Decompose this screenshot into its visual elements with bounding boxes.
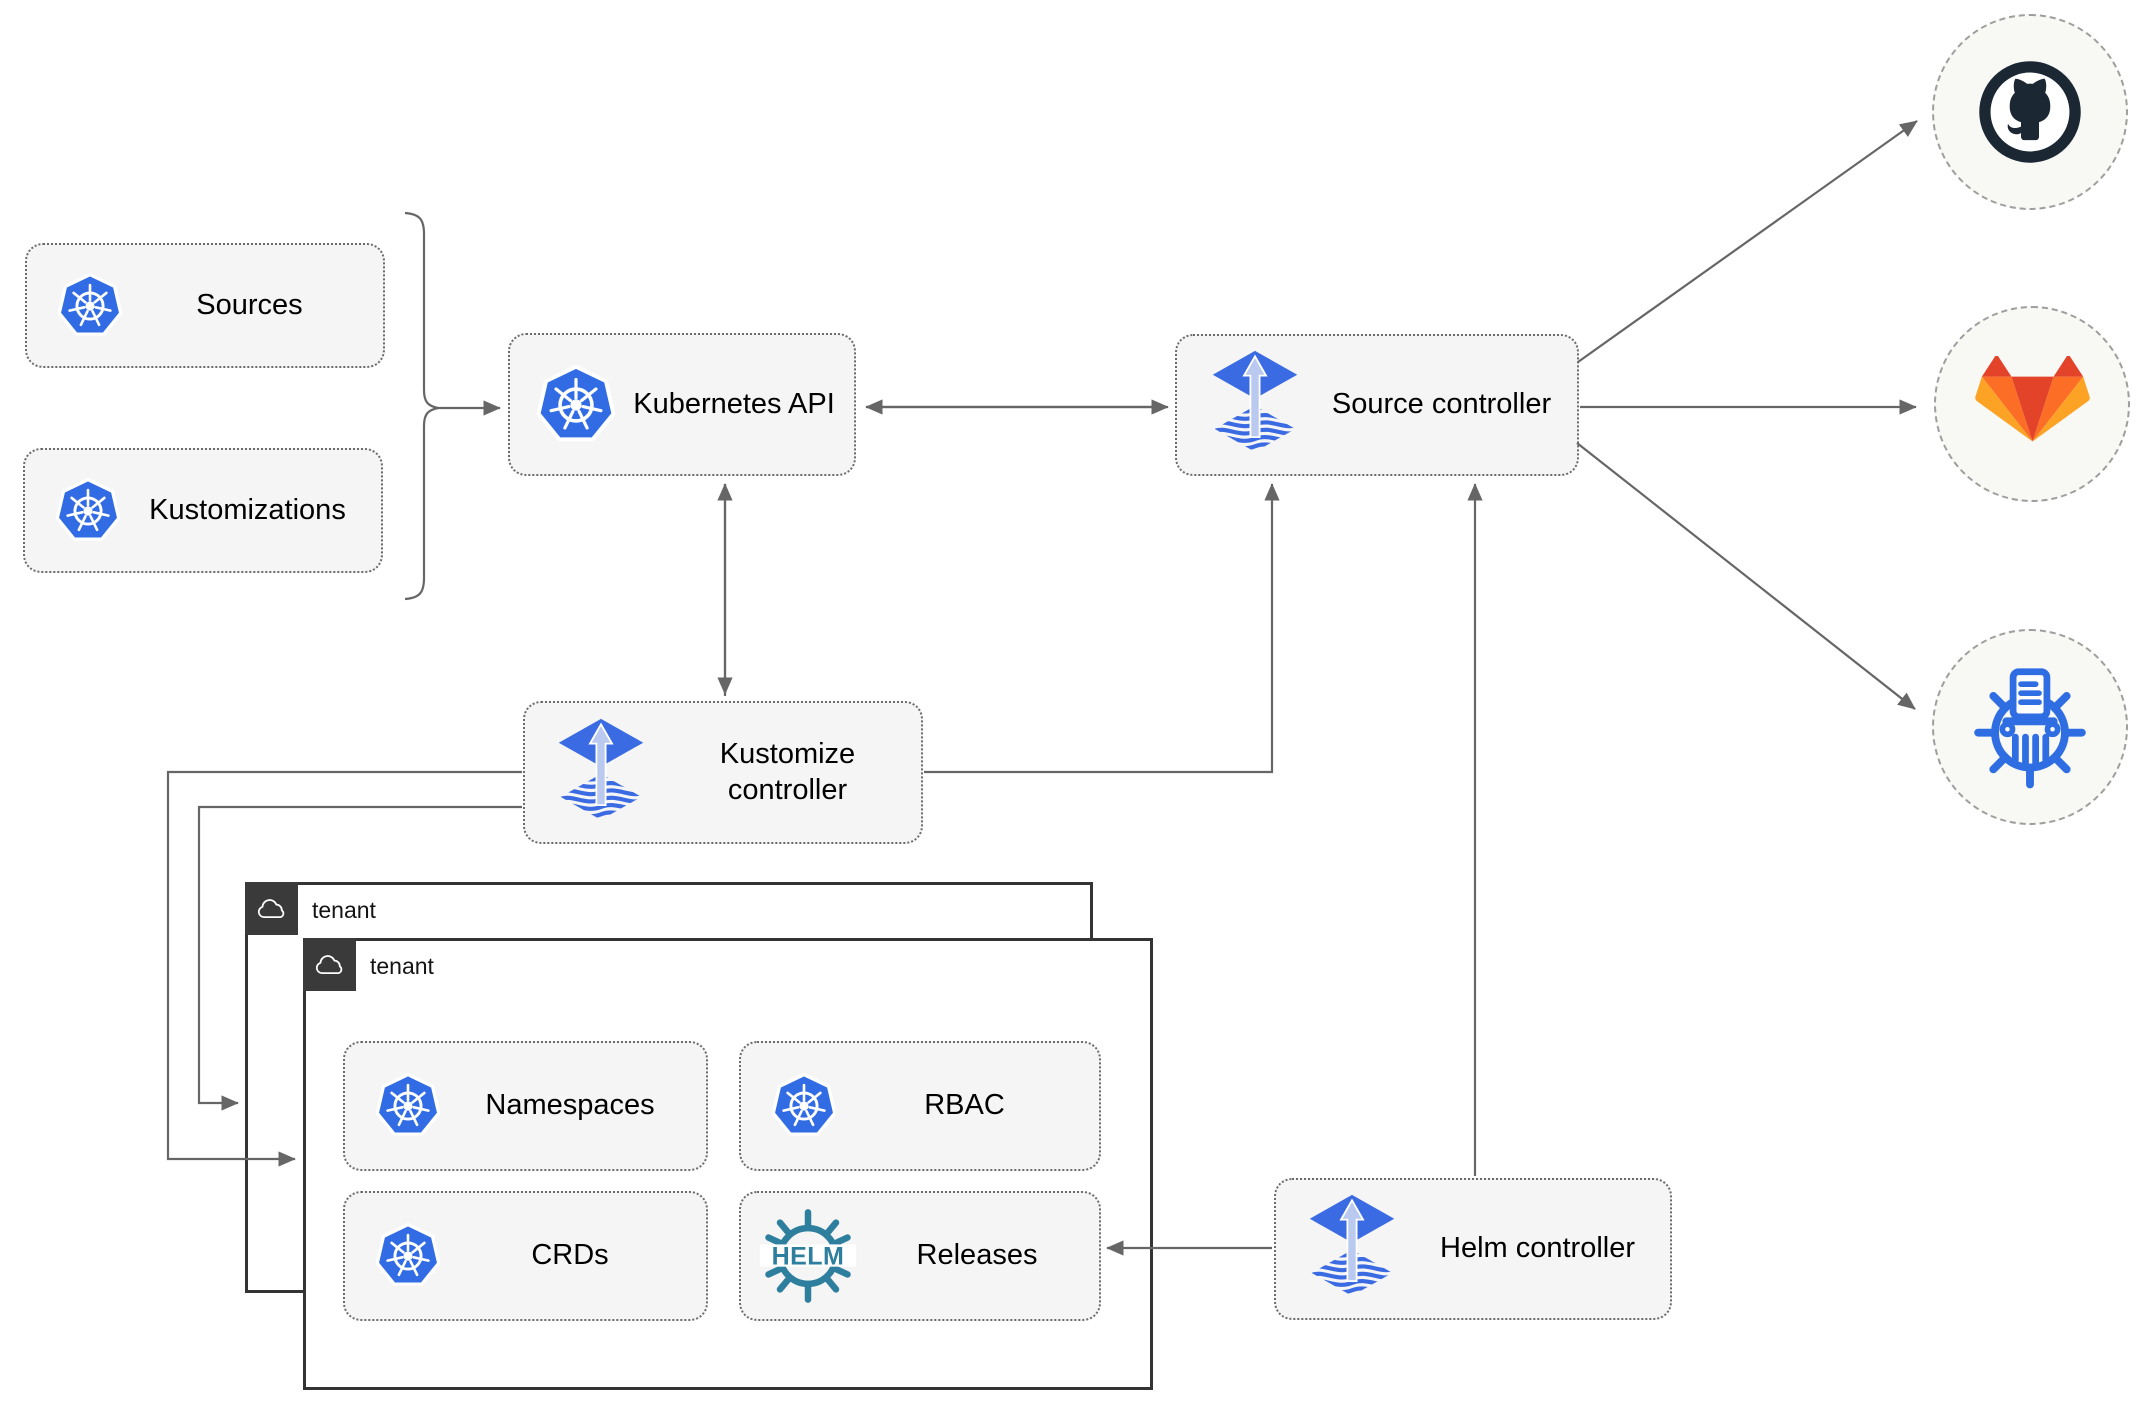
kubernetes-icon bbox=[375, 1222, 441, 1290]
kubernetes-icon bbox=[375, 1072, 441, 1140]
kustomize-controller-node: Kustomize controller bbox=[523, 701, 923, 844]
tenant-tab-back bbox=[245, 882, 298, 935]
kubernetes-api-label: Kubernetes API bbox=[633, 387, 835, 420]
flux-icon bbox=[1209, 349, 1301, 461]
sources-label: Sources bbox=[196, 288, 303, 321]
chartmuseum-source bbox=[1932, 629, 2128, 825]
cloud-icon bbox=[255, 897, 289, 921]
namespaces-label: Namespaces bbox=[485, 1089, 655, 1122]
flux-icon bbox=[1306, 1193, 1398, 1305]
gitlab-tanuki-icon bbox=[1975, 356, 2090, 466]
sources-node: Sources bbox=[25, 243, 385, 368]
kustomizations-label: Kustomizations bbox=[149, 493, 346, 526]
chartmuseum-icon bbox=[1968, 665, 2092, 789]
source-controller-label: Source controller bbox=[1331, 388, 1552, 421]
releases-node: HELM Releases bbox=[739, 1191, 1101, 1321]
helm-controller-label: Helm controller bbox=[1440, 1232, 1635, 1265]
brace-sources-kustomizations bbox=[404, 211, 439, 601]
arrow-source-controller-to-chartmuseum bbox=[1576, 442, 1916, 710]
kubernetes-icon bbox=[536, 363, 616, 446]
namespaces-node: Namespaces bbox=[343, 1041, 708, 1171]
tenant-label-back: tenant bbox=[312, 896, 376, 923]
kubernetes-api-node: Kubernetes API bbox=[508, 333, 856, 476]
rbac-label: RBAC bbox=[924, 1089, 1005, 1122]
tenant-tab-front bbox=[303, 938, 356, 991]
source-controller-node: Source controller bbox=[1175, 334, 1579, 476]
helm-wheel-icon: HELM bbox=[759, 1209, 857, 1303]
arrow-source-controller-to-github bbox=[1577, 120, 1918, 363]
helm-controller-node: Helm controller bbox=[1274, 1178, 1672, 1320]
cloud-icon bbox=[313, 953, 347, 977]
kubernetes-icon bbox=[57, 272, 123, 340]
rbac-node: RBAC bbox=[739, 1041, 1101, 1171]
helm-logo-text: HELM bbox=[772, 1242, 845, 1270]
releases-label: Releases bbox=[916, 1239, 1038, 1272]
crds-node: CRDs bbox=[343, 1191, 708, 1321]
flux-icon bbox=[555, 717, 647, 829]
github-source bbox=[1932, 14, 2128, 210]
arrow-kustomize-controller-to-source-controller bbox=[924, 483, 1280, 774]
kustomize-controller-label: Kustomize controller bbox=[719, 737, 856, 806]
kustomizations-node: Kustomizations bbox=[23, 448, 383, 573]
gitlab-source bbox=[1934, 306, 2130, 502]
kubernetes-icon bbox=[771, 1072, 837, 1140]
tenant-label-front: tenant bbox=[370, 952, 434, 979]
tenant-container-front: tenant Namespaces RBAC CRDs bbox=[303, 938, 1153, 1390]
crds-label: CRDs bbox=[531, 1239, 609, 1272]
kubernetes-icon bbox=[55, 477, 121, 545]
github-octocat-icon bbox=[1968, 50, 2092, 174]
